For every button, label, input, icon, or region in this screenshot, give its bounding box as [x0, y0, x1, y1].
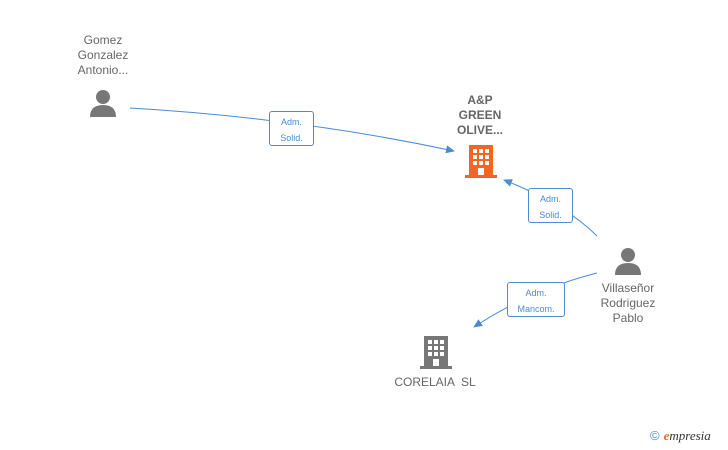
node-label-villasenor[interactable]: Villaseñor Rodriguez Pablo [600, 281, 656, 325]
empresia-logo: ©empresia [650, 428, 711, 444]
node-label-ap-green[interactable]: A&P GREEN OLIVE... [456, 93, 503, 137]
building-icon[interactable] [420, 334, 452, 370]
person-icon[interactable] [88, 88, 118, 118]
edge-label-gomez-adm-solid[interactable]: Adm. Solid. [269, 111, 314, 146]
node-label-corelaia[interactable]: CORELAIA SL [394, 375, 476, 389]
edge-label-villasenor-adm-solid[interactable]: Adm. Solid. [528, 188, 573, 223]
building-icon[interactable] [465, 143, 497, 179]
person-icon[interactable] [613, 246, 643, 276]
node-label-gomez[interactable]: Gomez Gonzalez Antonio... [77, 33, 129, 77]
copyright-icon: © [650, 428, 660, 443]
edge-label-villasenor-adm-mancom[interactable]: Adm. Mancom. [507, 282, 565, 317]
brand-initial: e [663, 428, 670, 443]
brand-rest: mpresia [669, 428, 711, 443]
